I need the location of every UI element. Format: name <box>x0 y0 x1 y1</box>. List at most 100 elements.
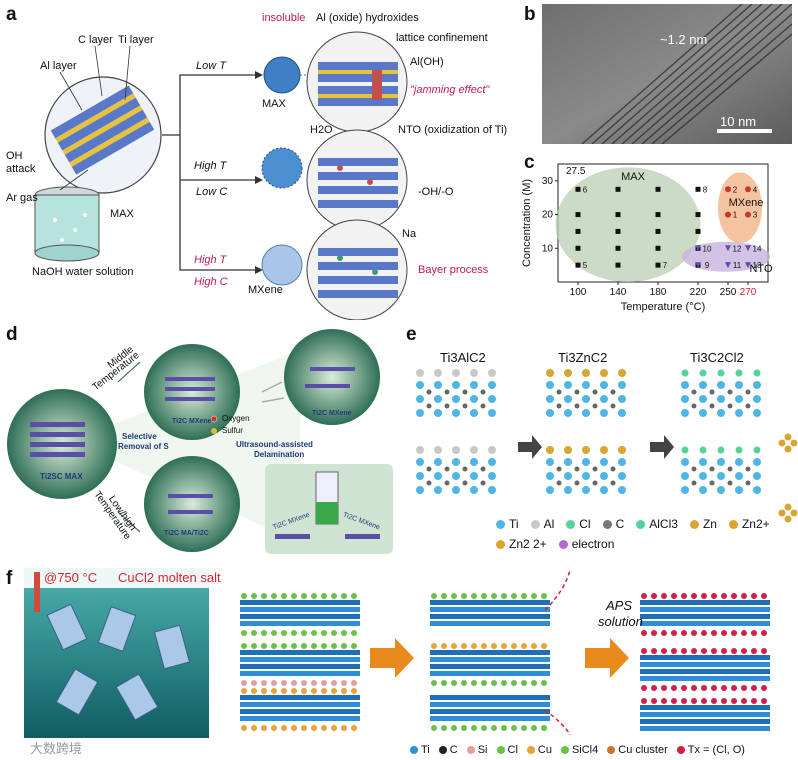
label-ma: Ti2C MA/Ti2C <box>164 530 209 537</box>
f-s1-1-top-100 <box>341 593 347 599</box>
f-s1-2-bot-70 <box>311 680 317 686</box>
f-s1-3-layer-1 <box>240 702 360 707</box>
e-stage3-bot-ti-0-4 <box>753 458 761 466</box>
f-s3-1-bot-20 <box>661 630 667 636</box>
label-al-oxide: Al (oxide) hydroxides <box>316 12 419 24</box>
f-s3-1-top-60 <box>701 593 707 599</box>
f-s1-2-bot-20 <box>261 680 267 686</box>
label-selective: Selective <box>122 432 157 441</box>
e-stage2-bot-ti-1-2 <box>582 472 590 480</box>
label-insoluble: insoluble <box>262 12 306 24</box>
f-s3-3-top-80 <box>721 698 727 704</box>
f-s1-2-top-20 <box>261 643 267 649</box>
f-s1-2-layer-3 <box>240 671 360 676</box>
e-stage1-top-ti-2-3 <box>470 409 478 417</box>
panel-a: a <box>0 0 520 320</box>
panel-letter-a: a <box>6 4 17 25</box>
point-nto-2 <box>745 245 751 252</box>
e-stage2-top-ti-0-1 <box>564 381 572 389</box>
f-s3-1-top-90 <box>731 593 737 599</box>
f-s3-2-bot-30 <box>671 685 677 691</box>
e-stage3-bot-c-1-3 <box>745 480 751 486</box>
f-s1-1-top-90 <box>331 593 337 599</box>
legend-e-label: Al <box>543 517 555 531</box>
e-stage1-bot-ti-2-4 <box>488 486 496 494</box>
f-s1-3-bot-110 <box>351 725 357 731</box>
f-s1-2-bot-10 <box>251 680 257 686</box>
e-stage3-top-c-1-2 <box>727 403 733 409</box>
e-stage3-bot-mid-1 <box>699 446 707 454</box>
region-label-max: MAX <box>621 171 646 183</box>
f-s1-2-top-110 <box>351 643 357 649</box>
e-stage2-top-mid-4 <box>618 369 626 377</box>
f-s3-1-layer-3 <box>640 621 770 626</box>
f-s1-2-top-50 <box>291 643 297 649</box>
f-s3-2-bot-20 <box>661 685 667 691</box>
f-s1-2-bot-50 <box>291 680 297 686</box>
label-removal: Removal of S <box>118 442 169 451</box>
f-s1-3-bot-50 <box>291 725 297 731</box>
e-stage2-top-ti-2-3 <box>600 409 608 417</box>
legend-e-item: Ti <box>496 517 519 531</box>
dashed-arrow-down <box>544 709 571 735</box>
e-stage1-bot-c-1-3 <box>480 480 486 486</box>
f-s2-3 <box>430 695 550 731</box>
e-stage3-bot-ti-1-4 <box>753 472 761 480</box>
label-al-layer: Al layer <box>40 60 77 72</box>
e-stage2-top-ti-2-4 <box>618 409 626 417</box>
e-stage1-bot-ti-1-3 <box>470 472 478 480</box>
f-s2-3-layer-2 <box>430 709 550 714</box>
y-tick-label-1: 20 <box>542 210 554 221</box>
f-s2-2-bot-10 <box>441 680 447 686</box>
f-s1-3-bot-10 <box>251 725 257 731</box>
e-stage2-top-ti-2-0 <box>546 409 554 417</box>
f-s3-1-bot-120 <box>761 630 767 636</box>
layer-sheets <box>30 367 380 539</box>
e-stage3-top-c-0-3 <box>745 389 751 395</box>
point-nto-0 <box>695 245 701 252</box>
f-s1-2-bot-110 <box>351 680 357 686</box>
f-s3-2-top-50 <box>691 648 697 654</box>
legend-f-dot <box>496 746 505 755</box>
label-attack: attack <box>6 163 36 175</box>
f-s1-1-bot-0 <box>241 630 247 636</box>
legend-e-dot <box>602 520 612 530</box>
legend-e-label: Zn2 2+ <box>509 537 547 551</box>
e-stage2-bot-c-1-0 <box>556 480 562 486</box>
e-stage3-bot-ti-1-1 <box>699 472 707 480</box>
point-max-11 <box>695 228 701 234</box>
f-s1-2-bot-60 <box>301 680 307 686</box>
e-stage1-bot-mid-0 <box>416 446 424 454</box>
e-stage1-bot-c-0-2 <box>462 466 468 472</box>
stage-1: Ti3AlC2 <box>440 350 486 365</box>
label-ultra: Ultrasound-assisted <box>236 440 313 449</box>
e-stage2-top-ti-1-1 <box>564 395 572 403</box>
e-stage3-top-ti-1-1 <box>699 395 707 403</box>
f-s2-2-bot-20 <box>451 680 457 686</box>
f-s2-1-layer-2 <box>430 614 550 619</box>
f-s3-2-top-90 <box>731 648 737 654</box>
point-max-2 <box>655 186 661 192</box>
label-mxene-top: Ti2C MXene <box>172 418 212 425</box>
e-stage1-top <box>416 369 496 417</box>
point-mxene-1 <box>745 186 751 193</box>
e-stage3-bot-mid-3 <box>735 446 743 454</box>
e-stage2-bot-ti-2-2 <box>582 486 590 494</box>
watermark: 大数跨境 <box>30 741 83 756</box>
point-max-7 <box>695 212 701 218</box>
f-s1-2-top-10 <box>251 643 257 649</box>
point-mxene-label-3: 3 <box>753 211 758 220</box>
legend-e-label: Zn <box>702 517 717 531</box>
e-stage1-bot-ti-0-0 <box>416 458 424 466</box>
salt-label: CuCl2 molten salt <box>118 570 221 585</box>
label-low-c: Low C <box>196 186 228 198</box>
f-s1-1-bot-50 <box>291 630 297 636</box>
region-label-mxene: MXene <box>729 197 764 209</box>
f-s3-1-top-50 <box>691 593 697 599</box>
e-stage2-top-ti-1-3 <box>600 395 608 403</box>
e-stage3-bot-ti-2-2 <box>717 486 725 494</box>
legend-f-dot <box>410 746 418 755</box>
legend-e-dot <box>496 520 505 530</box>
e-stage3-top-c-1-0 <box>691 403 697 409</box>
